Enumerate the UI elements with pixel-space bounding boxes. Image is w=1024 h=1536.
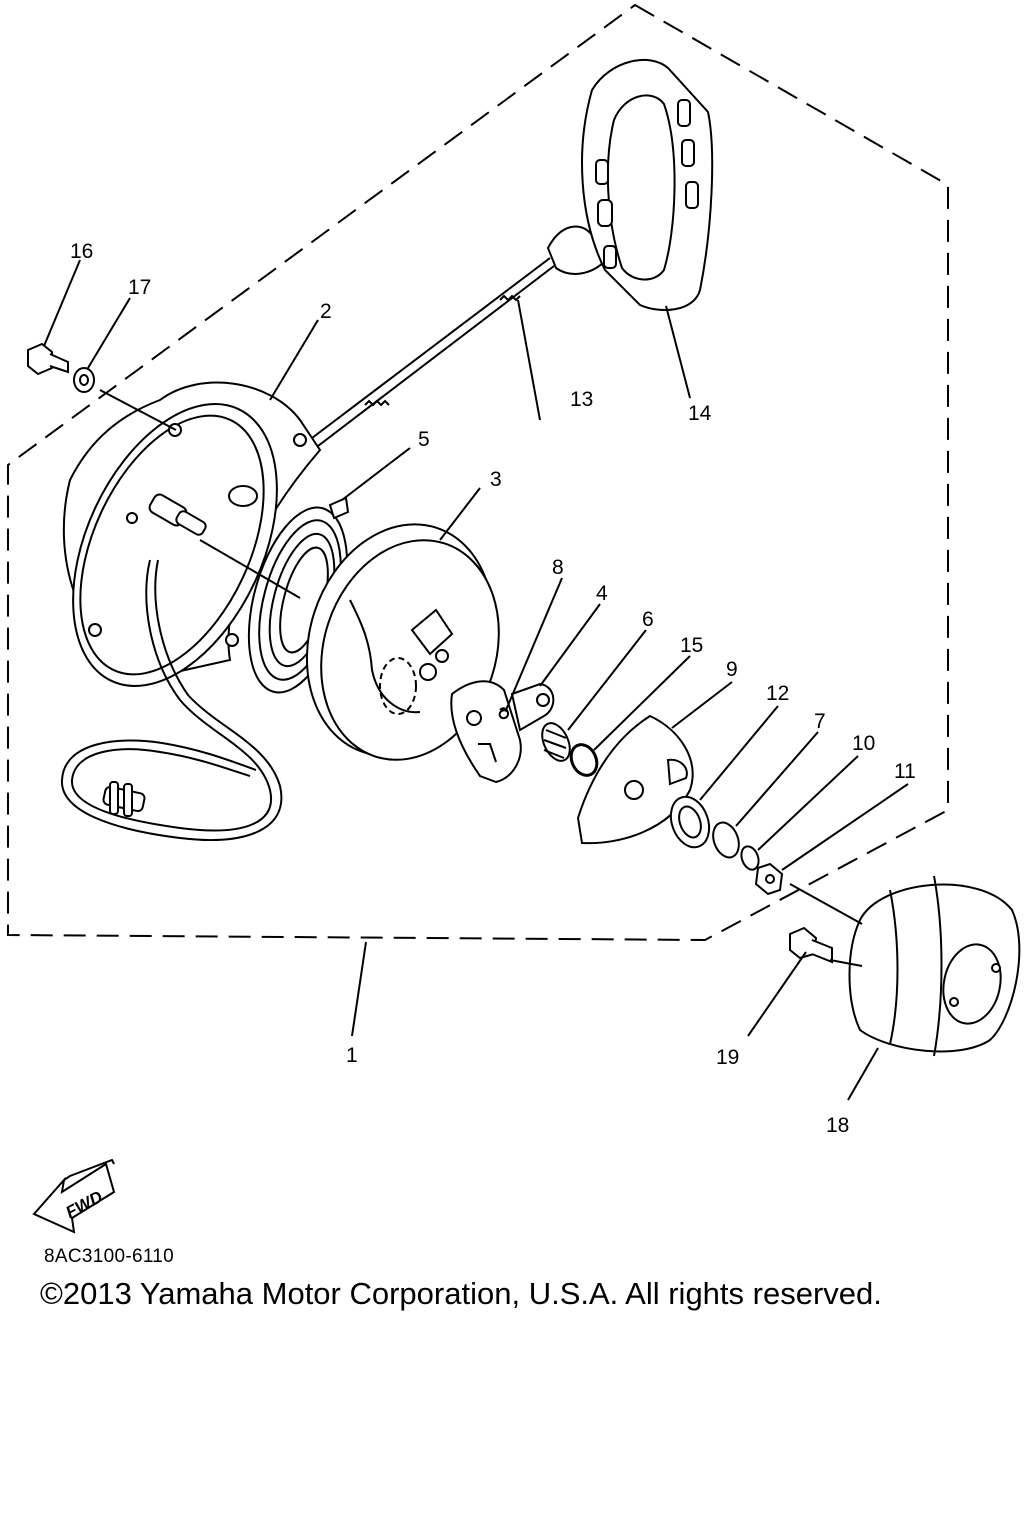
rope-loop xyxy=(60,559,283,841)
copyright-notice: ©2013 Yamaha Motor Corporation, U.S.A. A… xyxy=(40,1276,882,1311)
thrust-washer xyxy=(669,795,711,849)
spring-holder xyxy=(569,743,599,777)
callout-14: 14 xyxy=(688,402,712,425)
callout-15: 15 xyxy=(680,634,703,657)
starter-rope xyxy=(311,257,555,447)
callout-4: 4 xyxy=(596,582,608,605)
callout-7: 7 xyxy=(814,710,826,733)
friction-plate xyxy=(576,714,694,845)
callout-11: 11 xyxy=(894,760,916,783)
plain-washer xyxy=(712,821,740,859)
shaft-nut xyxy=(754,862,784,896)
part-callouts: 1 2 3 4 5 6 7 8 9 10 11 12 13 14 15 16 1… xyxy=(70,240,916,1137)
starter-handle xyxy=(546,59,714,311)
callout-3: 3 xyxy=(490,468,502,491)
drive-pawl xyxy=(450,680,555,784)
starter-case xyxy=(62,381,322,687)
callout-2: 2 xyxy=(320,300,332,323)
callout-16: 16 xyxy=(70,240,93,263)
callout-9: 9 xyxy=(726,658,738,681)
callout-6: 6 xyxy=(642,608,654,631)
callout-13: 13 xyxy=(570,388,593,411)
callout-18: 18 xyxy=(826,1114,849,1137)
circlip xyxy=(740,845,760,871)
starter-pulley xyxy=(848,875,1021,1057)
callout-5: 5 xyxy=(418,428,430,451)
mounting-bolt-16 xyxy=(27,342,69,376)
friction-spring xyxy=(541,722,571,762)
callout-1: 1 xyxy=(346,1044,358,1067)
callout-12: 12 xyxy=(766,682,789,705)
callout-8: 8 xyxy=(552,556,564,579)
callout-10: 10 xyxy=(852,732,875,755)
callout-19: 19 xyxy=(716,1046,739,1069)
assembly-boundary xyxy=(7,3,949,942)
diagram-code: 8AC3100-6110 xyxy=(44,1246,175,1267)
pulley-bolt-19 xyxy=(789,926,833,964)
callout-17: 17 xyxy=(128,276,151,299)
fwd-arrow-icon: FWD xyxy=(32,1158,116,1234)
bolt-washer-17 xyxy=(73,367,95,393)
leader-lines xyxy=(43,259,909,1101)
